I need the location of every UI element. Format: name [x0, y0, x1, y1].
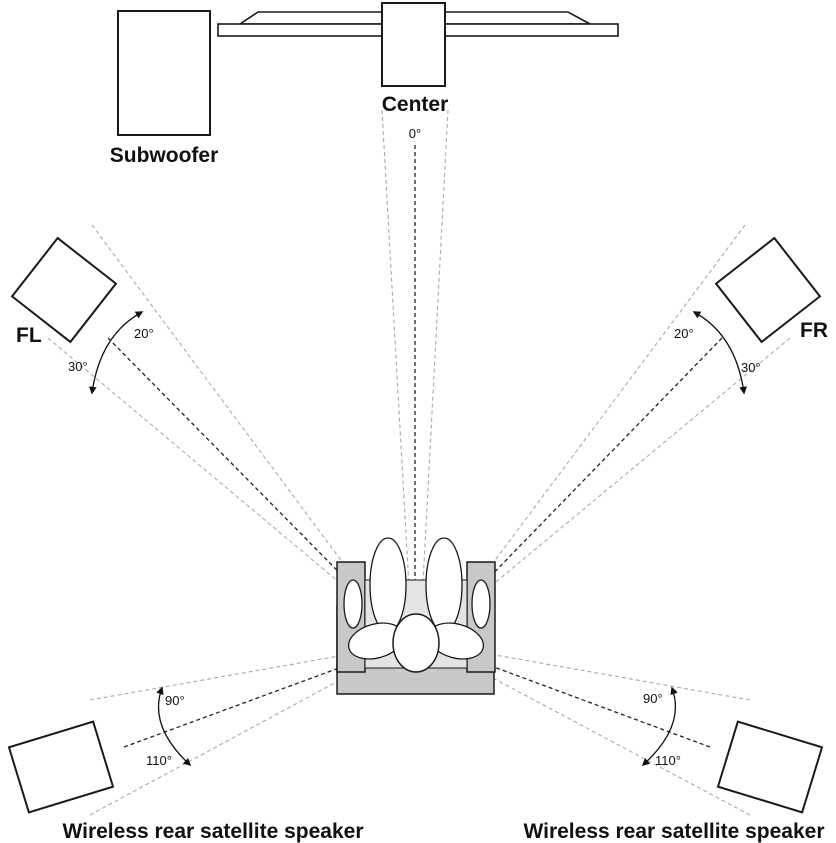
subwoofer	[117, 10, 211, 136]
center-angle-label: 0°	[409, 126, 421, 141]
rear-right-outer-angle: 110°	[655, 753, 681, 768]
center-speaker	[381, 2, 446, 87]
rear-right-label: Wireless rear satellite speaker	[523, 820, 824, 843]
front-right-label: FR	[800, 319, 828, 342]
listener-right-hand	[471, 579, 491, 629]
front-left-inner-angle: 20°	[134, 326, 154, 341]
front-right-outer-angle: 30°	[741, 360, 761, 375]
rear-left-inner-angle: 90°	[165, 693, 185, 708]
rear-right-speaker	[716, 720, 824, 814]
front-left-outer-angle: 30°	[68, 359, 88, 374]
front-left-angle-arc	[88, 311, 144, 395]
rear-right-angle-arc	[641, 686, 678, 767]
subwoofer-label: Subwoofer	[110, 144, 219, 167]
front-left-label: FL	[16, 324, 42, 347]
listener-head	[392, 613, 440, 673]
guide-lines	[47, 109, 791, 816]
listener-right-leg	[425, 537, 463, 633]
rear-left-angle-arc	[156, 686, 192, 767]
rear-left-label: Wireless rear satellite speaker	[62, 820, 363, 843]
center-label: Center	[382, 93, 449, 116]
listener-left-leg	[369, 537, 407, 633]
front-right-inner-angle: 20°	[674, 326, 694, 341]
listener-left-hand	[343, 579, 363, 629]
listener	[343, 537, 491, 673]
rear-left-speaker	[7, 720, 115, 814]
front-right-angle-arc	[692, 311, 748, 395]
rear-left-outer-angle: 110°	[146, 753, 172, 768]
rear-right-inner-angle: 90°	[643, 691, 663, 706]
